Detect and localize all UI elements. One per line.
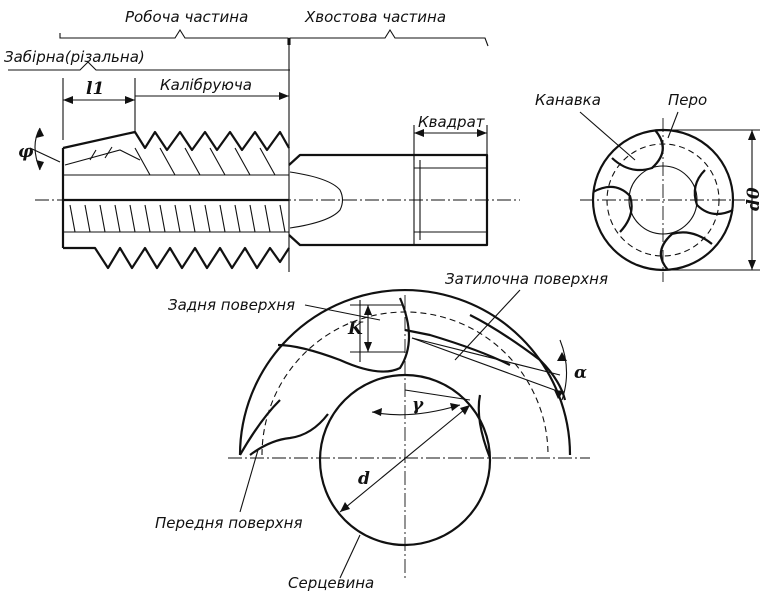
working-part-label: Робоча частина bbox=[125, 8, 248, 26]
intake-part-label: Забірна(різальна) bbox=[4, 48, 145, 66]
square-label: Квадрат bbox=[418, 113, 486, 131]
tap-enlarged-section bbox=[228, 288, 590, 580]
relief-leader bbox=[454, 289, 521, 361]
tail-part-label: Хвостова частина bbox=[304, 8, 446, 26]
calibrating-label: Калібруюча bbox=[160, 76, 252, 94]
section-outer-arc bbox=[238, 288, 572, 456]
tap-side-view bbox=[8, 28, 520, 272]
core-leader bbox=[339, 534, 361, 579]
tap-upper-profile bbox=[62, 130, 290, 152]
land-leader bbox=[667, 111, 679, 139]
flank-leader bbox=[304, 304, 381, 321]
l1-label: l1 bbox=[86, 79, 104, 99]
tap-lower-profile bbox=[63, 246, 290, 270]
shank-outline bbox=[288, 153, 489, 247]
d-label: d bbox=[358, 469, 370, 489]
intake-brace bbox=[8, 61, 290, 71]
land-label: Перо bbox=[668, 91, 707, 109]
d-dimension-line bbox=[339, 404, 471, 513]
tap-end-view bbox=[579, 111, 760, 282]
relief-surface-label: Затилочна поверхня bbox=[445, 270, 608, 288]
core-label: Серцевина bbox=[288, 574, 374, 592]
tail-part-brace bbox=[289, 28, 489, 47]
phi-label: φ bbox=[18, 142, 34, 162]
gamma-label: γ bbox=[412, 395, 424, 415]
groove-label: Канавка bbox=[535, 91, 601, 109]
alpha-label: α bbox=[574, 363, 587, 383]
rake-leader bbox=[239, 449, 259, 513]
flank-surface-label: Задня поверхня bbox=[168, 296, 295, 314]
working-part-brace bbox=[59, 28, 289, 45]
groove-leader bbox=[579, 111, 636, 161]
lower-thread-flute bbox=[69, 204, 286, 233]
d0-label: d0 bbox=[744, 187, 764, 211]
rake-surface-label: Передня поверхня bbox=[155, 514, 303, 532]
k-label: K bbox=[347, 319, 364, 339]
